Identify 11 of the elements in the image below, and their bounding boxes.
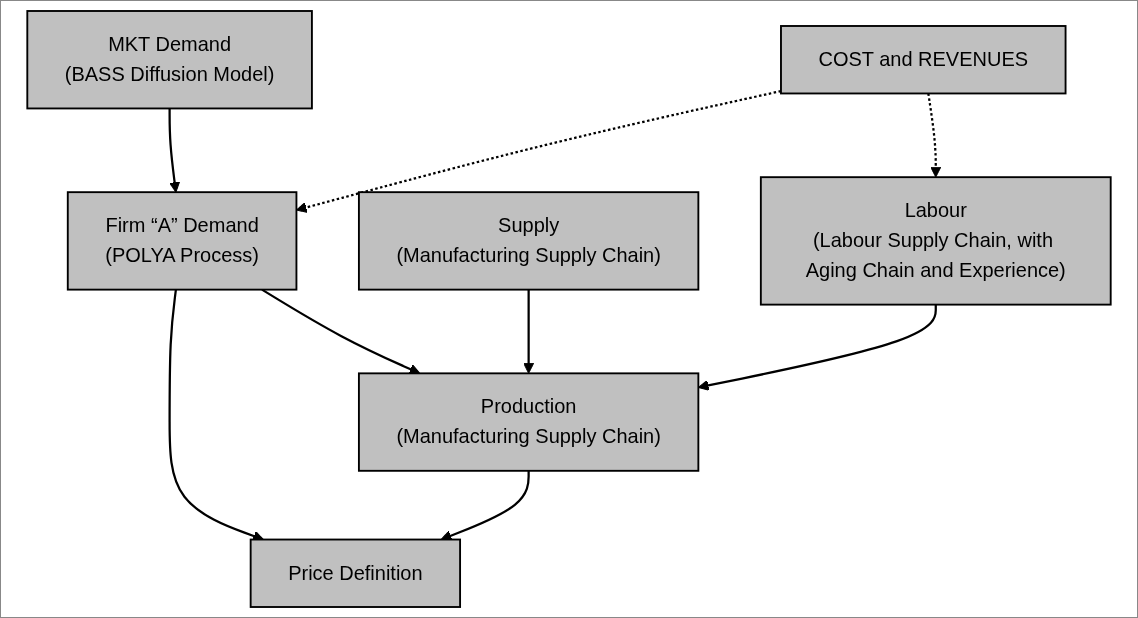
node-box: MKT Demand (BASS Diffusion Model) [26,10,313,110]
node-box: Firm “A” Demand (POLYA Process) [66,191,298,291]
node-box: Supply (Manufacturing Supply Chain) [357,191,700,291]
node-box: Price Definition [249,538,461,608]
node-box: Labour (Labour Supply Chain, with Aging Chain and Experience) [759,176,1112,306]
node-box: Production (Manufacturing Supply Chain) [357,372,700,472]
arrow [168,108,181,193]
node-box: COST and REVENUES [780,25,1067,95]
arrow [261,288,421,375]
arrow [523,289,535,374]
arrow [927,93,942,178]
